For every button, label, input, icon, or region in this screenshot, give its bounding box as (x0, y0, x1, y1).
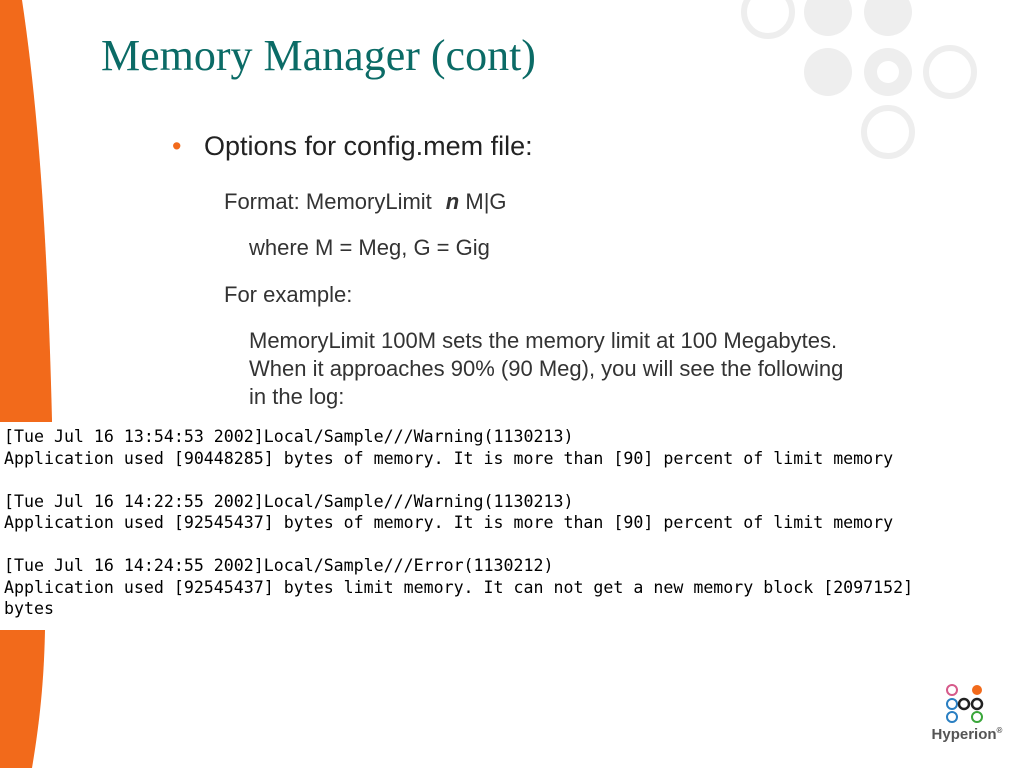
hyperion-logo: Hyperion® (922, 680, 1012, 750)
log-spacer (4, 469, 1024, 491)
example-paragraph-line: When it approaches 90% (90 Meg), you wil… (249, 356, 844, 381)
format-suffix: M|G (465, 189, 507, 214)
log-entry-header: [Tue Jul 16 14:24:55 2002]Local/Sample//… (4, 556, 554, 575)
example-paragraph: MemoryLimit 100M sets the memory limit a… (249, 327, 843, 411)
format-line: Format: MemoryLimit n M|G (224, 189, 507, 215)
logo-trademark: ® (996, 726, 1003, 735)
log-spacer (4, 534, 1024, 556)
orange-side-stripe (0, 0, 52, 768)
example-heading: For example: (224, 282, 353, 307)
log-entry-line: Application used [92545437] bytes limit … (4, 577, 914, 597)
format-prefix: Format: MemoryLimit (224, 189, 432, 214)
log-entry-line: Application used [90448285] bytes of mem… (4, 448, 894, 468)
decorative-circles (741, 0, 977, 159)
format-variable: n (445, 189, 460, 214)
bullet-options: • Options for config.mem file: (172, 131, 533, 162)
log-entry-line: Application used [92545437] bytes of mem… (4, 513, 894, 532)
example-paragraph-line: in the log: (249, 384, 345, 409)
hyperion-logo-icon (946, 684, 984, 723)
log-entry-line: bytes (4, 599, 54, 618)
logo-wordmark: Hyperion (931, 726, 997, 743)
log-entry-header: [Tue Jul 16 14:22:55 2002]Local/Sample//… (4, 491, 574, 511)
example-paragraph-line: MemoryLimit 100M sets the memory limit a… (249, 328, 838, 353)
bullet-text: Options for config.mem file: (204, 131, 533, 161)
slide-title: Memory Manager (cont) (101, 31, 536, 80)
log-output: [Tue Jul 16 13:54:53 2002]Local/Sample//… (0, 422, 1024, 630)
bullet-marker: • (172, 131, 182, 161)
where-line: where M = Meg, G = Gig (249, 235, 490, 260)
hyperion-logo-text: Hyperion® (922, 726, 1012, 743)
log-entry-header: [Tue Jul 16 13:54:53 2002]Local/Sample//… (4, 427, 574, 446)
